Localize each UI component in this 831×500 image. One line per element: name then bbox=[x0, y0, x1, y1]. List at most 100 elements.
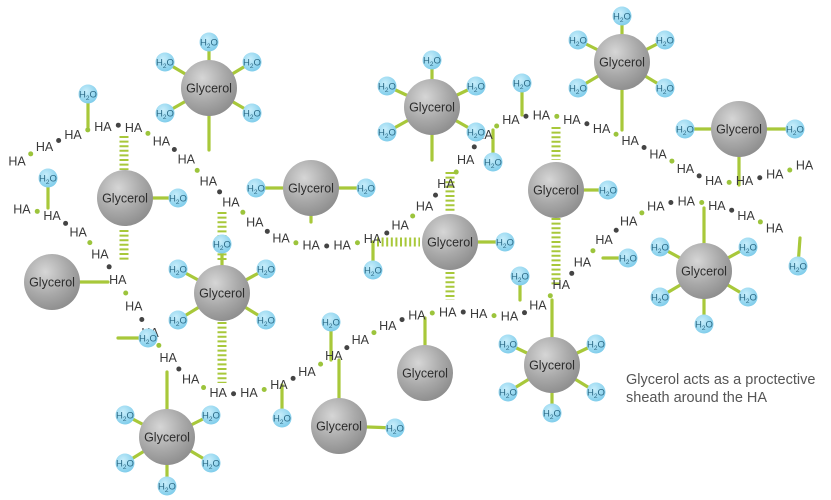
ha-link-dot bbox=[669, 158, 675, 164]
ha-unit: HA bbox=[153, 134, 171, 148]
ha-link-dot bbox=[554, 113, 560, 119]
ha-unit: HA bbox=[678, 195, 696, 209]
water-bubble bbox=[155, 103, 175, 123]
glycerol-sphere bbox=[397, 345, 453, 401]
water-label: H2O bbox=[656, 83, 674, 96]
ha-link-dot bbox=[176, 366, 182, 372]
water-molecule: H2O bbox=[675, 119, 695, 139]
water-label: H2O bbox=[257, 264, 275, 277]
water-label: H2O bbox=[676, 124, 694, 137]
ha-unit: HA bbox=[437, 177, 455, 191]
glycerol-sphere bbox=[524, 337, 580, 393]
ha-unit: HA bbox=[109, 273, 127, 287]
ha-link-dot bbox=[699, 199, 705, 205]
water-molecule: H2O bbox=[272, 408, 292, 428]
water-label: H2O bbox=[116, 410, 134, 423]
water-label: H2O bbox=[202, 458, 220, 471]
water-label: H2O bbox=[786, 124, 804, 137]
glycerol-label: Glycerol bbox=[288, 182, 334, 196]
ha-link-dot bbox=[410, 213, 416, 219]
water-label: H2O bbox=[116, 458, 134, 471]
glycerol-label: Glycerol bbox=[716, 123, 762, 137]
glycerol-label: Glycerol bbox=[529, 359, 575, 373]
water-bubble bbox=[618, 248, 638, 268]
glycerol-molecule: Glycerol bbox=[283, 160, 339, 216]
glycerol-sphere bbox=[24, 254, 80, 310]
water-bubble bbox=[612, 6, 632, 26]
water-molecule: H2O bbox=[785, 119, 805, 139]
glycerol-label: Glycerol bbox=[199, 287, 245, 301]
water-bubble bbox=[356, 178, 376, 198]
water-molecule: H2O bbox=[422, 50, 442, 70]
water-label: H2O bbox=[513, 78, 531, 91]
water-bubble bbox=[498, 382, 518, 402]
ha-unit: HA bbox=[209, 386, 227, 400]
glycerol-sphere bbox=[404, 79, 460, 135]
water-molecule: H2O bbox=[168, 259, 188, 279]
water-label: H2O bbox=[613, 11, 631, 24]
water-molecule: H2O bbox=[356, 178, 376, 198]
ha-unit: HA bbox=[649, 147, 667, 161]
water-bubble bbox=[655, 30, 675, 50]
water-molecule: H2O bbox=[498, 334, 518, 354]
water-label: H2O bbox=[169, 315, 187, 328]
ha-unit: HA bbox=[553, 278, 571, 292]
water-label: H2O bbox=[656, 35, 674, 48]
glycerol-molecule: Glycerol bbox=[24, 254, 80, 310]
water-label: H2O bbox=[587, 339, 605, 352]
ha-link-dot bbox=[293, 240, 299, 246]
water-molecule: H2O bbox=[466, 76, 486, 96]
glycerol-sphere bbox=[283, 160, 339, 216]
ha-unit: HA bbox=[200, 174, 218, 188]
water-bubble bbox=[115, 405, 135, 425]
glycerol-molecule: Glycerol bbox=[97, 170, 153, 226]
glycerol-label: Glycerol bbox=[316, 420, 362, 434]
ha-link-dot bbox=[217, 189, 223, 195]
water-molecule: H2O bbox=[598, 180, 618, 200]
ha-unit: HA bbox=[222, 196, 240, 210]
caption-line-2: sheath around the HA bbox=[626, 390, 768, 406]
ha-link-dot bbox=[569, 270, 575, 276]
water-bubble bbox=[568, 78, 588, 98]
water-label: H2O bbox=[739, 292, 757, 305]
water-bubble bbox=[466, 76, 486, 96]
glycerol-label: Glycerol bbox=[533, 184, 579, 198]
water-molecule: H2O bbox=[256, 310, 276, 330]
water-label: H2O bbox=[423, 55, 441, 68]
water-label: H2O bbox=[169, 193, 187, 206]
ha-unit: HA bbox=[595, 233, 613, 247]
glycerol-sphere bbox=[594, 34, 650, 90]
water-label: H2O bbox=[257, 315, 275, 328]
water-molecule: H2O bbox=[78, 84, 98, 104]
ha-unit: HA bbox=[470, 307, 488, 321]
ha-link-dot bbox=[399, 317, 405, 323]
ha-link-dot bbox=[641, 144, 647, 150]
water-molecule: H2O bbox=[612, 6, 632, 26]
glycerol-sphere bbox=[422, 214, 478, 270]
glycerol-molecule: Glycerol bbox=[139, 409, 195, 465]
ha-link-dot bbox=[290, 375, 296, 381]
water-bubble bbox=[155, 52, 175, 72]
water-label: H2O bbox=[243, 57, 261, 70]
water-bubble bbox=[272, 408, 292, 428]
ha-link-dot bbox=[787, 167, 793, 173]
water-molecule: H2O bbox=[168, 310, 188, 330]
water-molecule: H2O bbox=[738, 287, 758, 307]
glycerol-molecule: Glycerol bbox=[311, 398, 367, 454]
ha-link-dot bbox=[240, 209, 246, 215]
ha-link-dot bbox=[85, 127, 91, 133]
water-molecule: H2O bbox=[650, 237, 670, 257]
ha-unit: HA bbox=[501, 310, 519, 324]
glycerol-sphere bbox=[676, 243, 732, 299]
water-bubble bbox=[586, 382, 606, 402]
ha-link-dot bbox=[354, 240, 360, 246]
water-label: H2O bbox=[156, 108, 174, 121]
water-label: H2O bbox=[619, 253, 637, 266]
water-molecule: H2O bbox=[788, 256, 808, 276]
ha-unit: HA bbox=[379, 319, 397, 333]
glycerol-label: Glycerol bbox=[427, 236, 473, 250]
ha-link-dot bbox=[139, 316, 145, 322]
ha-link-dot bbox=[156, 342, 162, 348]
glycerol-label: Glycerol bbox=[409, 101, 455, 115]
water-molecule: H2O bbox=[510, 266, 530, 286]
